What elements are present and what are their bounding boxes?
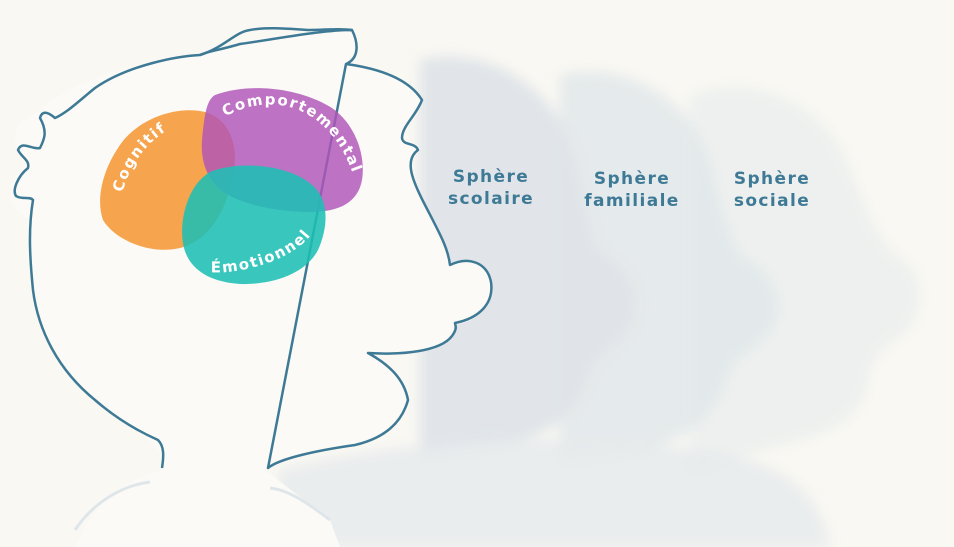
sphere-scolaire-line1: Sphère: [452, 167, 530, 187]
sphere-label-familiale: Sphère familiale: [572, 168, 692, 212]
hair-tuft: [199, 26, 353, 57]
sphere-sociale-line2: sociale: [733, 191, 811, 211]
shoulders-outline: [73, 480, 331, 531]
sphere-silhouettes: [270, 56, 920, 547]
blob-emotionnel: [182, 165, 326, 285]
silhouette-sociale: [690, 87, 920, 471]
sphere-label-sociale: Sphère sociale: [712, 168, 832, 212]
brain-domains: Cognitif Comportemental Émotionnel: [100, 88, 365, 285]
sphere-familiale-line1: Sphère: [593, 169, 671, 189]
main-head-outline: [13, 28, 493, 470]
sphere-familiale-line2: familiale: [584, 191, 680, 211]
sphere-sociale-line1: Sphère: [733, 169, 811, 189]
silhouette-scolaire: [420, 56, 638, 455]
sphere-label-scolaire: Sphère scolaire: [431, 166, 551, 210]
sphere-scolaire-line2: scolaire: [447, 189, 535, 209]
silhouette-shoulders: [270, 439, 830, 547]
silhouette-familiale: [560, 71, 779, 461]
